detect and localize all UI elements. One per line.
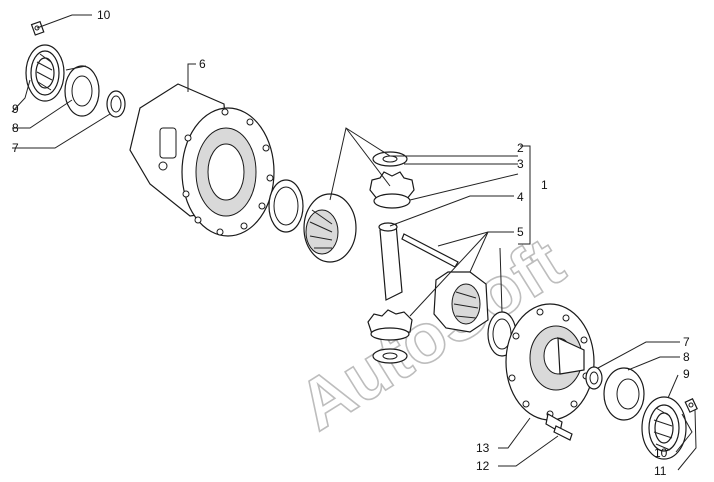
bearing-cage-9-left [25,44,65,102]
gasket-left [268,179,304,233]
bearing-race-8-right [603,367,645,421]
bearing-cage-9-right [641,396,687,460]
callout-7-right: 7 [683,335,690,349]
callout-8-left: 8 [12,121,19,135]
bolt-10-left [30,20,45,36]
callout-6: 6 [199,57,206,71]
pin-4 [401,233,459,268]
callout-9-left: 9 [12,102,19,116]
callout-2: 2 [517,141,524,155]
bearing-race-8-left [64,65,100,117]
callout-10-right: 10 [654,446,668,460]
callout-13: 13 [476,441,490,455]
cross-shaft-4 [378,222,403,301]
callout-4: 4 [517,190,524,204]
callout-5: 5 [517,225,524,239]
pinion-gear-3-upper [369,171,415,209]
housing-cover-right [505,303,595,421]
callout-11: 11 [654,464,667,478]
side-gear-left [303,193,357,263]
bolt-13 [545,413,573,441]
ring-7-right [585,366,603,390]
callout-3: 3 [517,157,524,171]
callout-1: 1 [541,178,548,192]
callout-9-right: 9 [683,367,690,381]
bolt-10-right [684,397,698,413]
pinion-gear-lower [367,309,413,364]
thrust-washer-2 [372,151,408,167]
callout-12: 12 [476,459,490,473]
callout-8-right: 8 [683,350,690,364]
side-gear-right [433,271,489,333]
callout-10-left: 10 [97,8,111,22]
ring-7-left [106,90,126,118]
differential-housing-6 [129,83,275,237]
callout-7-left: 7 [12,141,19,155]
leader-lines [11,14,697,471]
